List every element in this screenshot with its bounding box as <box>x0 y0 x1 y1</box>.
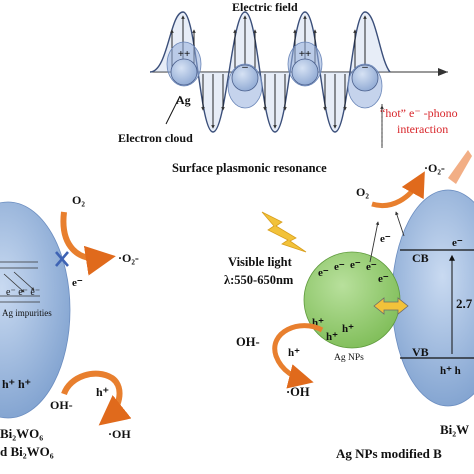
np-hole: h⁺ <box>326 331 338 343</box>
band-lines-left <box>0 261 40 303</box>
band-electrons-left: e⁻ e⁻ e⁻ <box>6 287 40 298</box>
electric-field-label: Electric field <box>232 0 298 14</box>
ag-sphere-3: ++ <box>287 41 323 87</box>
left-panel: e⁻ e⁻ e⁻ Ag impurities h⁺ h⁺ e⁻ O₂ ·O₂- … <box>0 193 139 459</box>
o2-right: O₂ <box>356 185 369 199</box>
ag-impurities-label: Ag impurities <box>2 308 52 318</box>
charge-transfer-arrow <box>373 297 409 315</box>
visible-light-label: Visible light <box>228 255 293 269</box>
ag-np-caption: Ag NPs modified B <box>336 446 442 461</box>
blocked-cross-icon <box>55 251 69 267</box>
superoxide-left: ·O₂- <box>118 251 139 265</box>
oh-radical-left: ·OH <box>108 427 131 441</box>
oh-oxidation-arrow-left <box>61 370 132 426</box>
oh-minus-left: OH- <box>50 398 73 412</box>
o2-reduction-arrow-right <box>371 171 425 208</box>
ag-nps-label: Ag NPs <box>334 353 364 363</box>
lightning-bolt-icon <box>261 211 307 253</box>
excitation-arrows-left <box>3 271 35 293</box>
cb-transfer-arrow <box>395 211 405 237</box>
electron-cloud-label: Electron cloud <box>118 131 193 145</box>
wavelength-label: λ:550-650nm <box>224 273 294 287</box>
cb-label: CB <box>412 251 429 265</box>
oh-oxidation-arrow-right <box>272 323 324 389</box>
band-gap-value: 2.7 <box>456 296 473 311</box>
charge-plus: ++ <box>299 48 312 60</box>
spr-panel: ++ – ++ – Electric field Ag Electron clo… <box>118 0 458 175</box>
cb-electron: e⁻ <box>452 237 463 249</box>
o2-reduction-arrow-left <box>60 211 116 276</box>
orange-flare-icon <box>448 150 472 184</box>
bi2wo6-label-right: Bi₂W <box>440 422 469 437</box>
electron-cloud-pointer <box>165 95 181 125</box>
np-electrons: e⁻ e⁻ e⁻ e⁻ e⁻ <box>318 259 389 285</box>
np-electron: e⁻ <box>318 267 329 279</box>
superoxide-right: ·O₂- <box>424 161 445 175</box>
np-electron: e⁻ <box>378 273 389 285</box>
hot-phonon-label-line2: interaction <box>397 122 448 136</box>
oh-minus-right: OH- <box>236 335 260 349</box>
e-minus-left: e⁻ <box>72 277 83 289</box>
doped-bi2wo6-label: d Bi₂WO₆ <box>0 444 54 459</box>
hot-phonon-label-line1: “hot” e⁻ -phono <box>380 106 458 120</box>
charge-minus: – <box>361 61 368 73</box>
np-electron: e⁻ <box>334 261 345 273</box>
oh-radical-right: ·OH <box>286 385 310 399</box>
electron-transfer-arrow <box>369 221 380 263</box>
o2-left: O₂ <box>72 193 85 207</box>
axis-arrowhead <box>438 68 448 76</box>
np-electron: e⁻ <box>366 261 377 273</box>
spr-label: Surface plasmonic resonance <box>172 161 327 175</box>
charge-minus: – <box>241 61 248 73</box>
holes-left: h⁺ h⁺ <box>2 377 31 391</box>
h-plus-left: h⁺ <box>96 385 109 399</box>
ag-sphere-1: ++ <box>166 41 202 87</box>
vb-holes: h⁺ h <box>440 365 461 377</box>
vb-label: VB <box>412 345 429 359</box>
ag-sphere-4: – <box>347 61 383 109</box>
e-minus-right: e⁻ <box>380 233 391 245</box>
charge-plus: ++ <box>178 48 191 60</box>
right-panel: CB VB e⁻ h⁺ h 2.7 Bi₂W e⁻ e⁻ e⁻ e⁻ e⁻ h⁺… <box>224 150 474 461</box>
np-electron: e⁻ <box>350 259 361 271</box>
bi2wo6-label-left: Bi₂WO₆ <box>0 426 43 441</box>
h-plus-right: h⁺ <box>288 347 300 359</box>
np-hole: h⁺ <box>342 323 354 335</box>
bi2wo6-particle-left <box>0 201 71 419</box>
ag-sphere-2: – <box>227 61 263 109</box>
